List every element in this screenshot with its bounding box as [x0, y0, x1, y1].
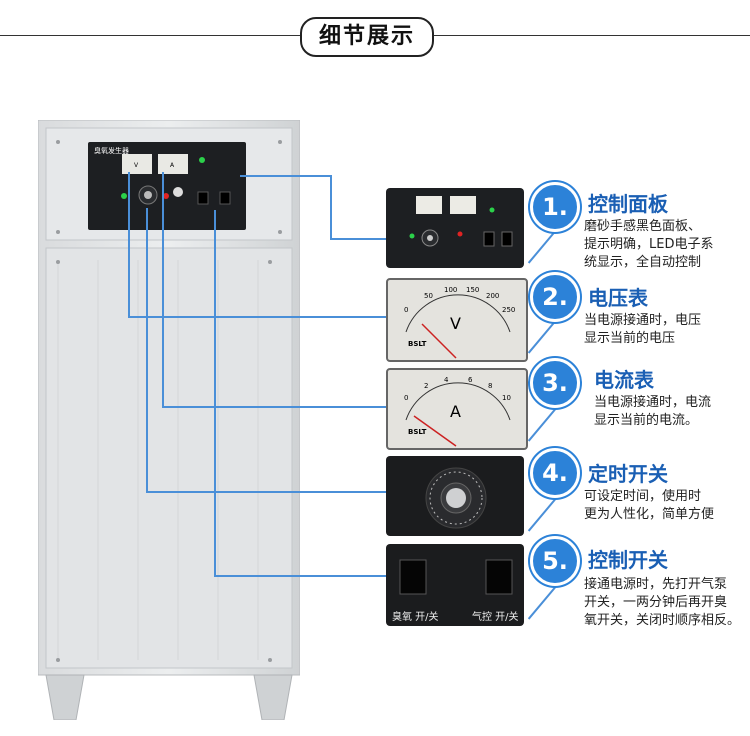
page-title: 细节展示: [300, 17, 434, 57]
meter-v-letter: V: [134, 162, 139, 169]
feature-4-number: 4.: [530, 448, 580, 498]
leader-line-2-vertical: [128, 172, 130, 318]
ammeter-unit: A: [450, 402, 461, 421]
leader-line-2: [128, 316, 386, 318]
feature-3-number: 3.: [530, 358, 580, 408]
thumbnail-ammeter: 0 2 4 6 8 10 A BSLT: [386, 368, 528, 450]
leader-line-3-vertical: [162, 172, 164, 408]
feature-1-number: 1.: [530, 182, 580, 232]
ammeter-tick-0: 0: [404, 394, 409, 402]
voltmeter-brand: BSLT: [408, 340, 427, 348]
ammeter-tick-2: 4: [444, 376, 449, 384]
voltmeter-tick-0: 0: [404, 306, 409, 314]
header-line-right: [432, 35, 750, 36]
feature-4-title: 定时开关: [588, 462, 668, 486]
feature-5-number: 5.: [530, 536, 580, 586]
thumbnail-control-panel: [386, 188, 524, 268]
feature-2-desc: 当电源接通时，电压 显示当前的电压: [584, 313, 702, 346]
feature-2-number: 2.: [530, 272, 580, 322]
feature-1-title: 控制面板: [588, 192, 668, 216]
leader-line-4-vertical: [146, 208, 148, 492]
feature-1-desc: 磨砂手感黑色面板、 提示明确，LED电子系 统显示，全自动控制: [584, 219, 714, 270]
thumbnail-voltmeter: 0 50 100 150 200 250 V BSLT: [386, 278, 528, 362]
voltmeter-tick-5: 250: [502, 306, 516, 314]
ammeter-tick-3: 6: [468, 376, 473, 384]
voltmeter-tick-1: 50: [424, 292, 433, 300]
feature-3-title: 电流表: [594, 368, 654, 392]
switch-label-ozone: 臭氧 开/关: [392, 612, 439, 623]
feature-3-desc: 当电源接通时，电流 显示当前的电流。: [594, 395, 712, 428]
feature-2-title: 电压表: [588, 286, 648, 310]
leader-line-1: [240, 175, 330, 177]
ammeter-tick-1: 2: [424, 382, 429, 390]
leader-line-1-end: [330, 238, 386, 240]
switch-label-air: 气控 开/关: [472, 612, 519, 623]
feature-4-desc: 可设定时间，使用时 更为人性化，简单方便: [584, 489, 715, 522]
header-line-left: [0, 35, 300, 36]
ammeter-brand: BSLT: [408, 428, 427, 436]
thumbnail-control-switches: 臭氧 开/关 气控 开/关: [386, 544, 524, 626]
voltmeter-unit: V: [450, 314, 461, 333]
ozone-generator-cabinet: 臭氧发生器 V A: [32, 119, 301, 721]
thumbnail-timer-switch: [386, 456, 524, 536]
leader-line-4: [146, 491, 386, 493]
feature-5-desc: 接通电源时，先打开气泵 开关，一两分钟后再开臭 氧开关，关闭时顺序相反。: [584, 577, 741, 628]
ammeter-tick-5: 10: [502, 394, 511, 402]
leader-line-3: [162, 406, 386, 408]
meter-a-letter: A: [170, 162, 175, 169]
leader-line-1-vertical: [330, 175, 332, 239]
voltmeter-tick-2: 100: [444, 286, 458, 294]
feature-5-title: 控制开关: [588, 548, 668, 572]
voltmeter-tick-3: 150: [466, 286, 480, 294]
ammeter-tick-4: 8: [488, 382, 493, 390]
leader-line-5: [214, 575, 386, 577]
voltmeter-tick-4: 200: [486, 292, 500, 300]
panel-label: 臭氧发生器: [94, 147, 129, 155]
leader-line-5-vertical: [214, 210, 216, 576]
